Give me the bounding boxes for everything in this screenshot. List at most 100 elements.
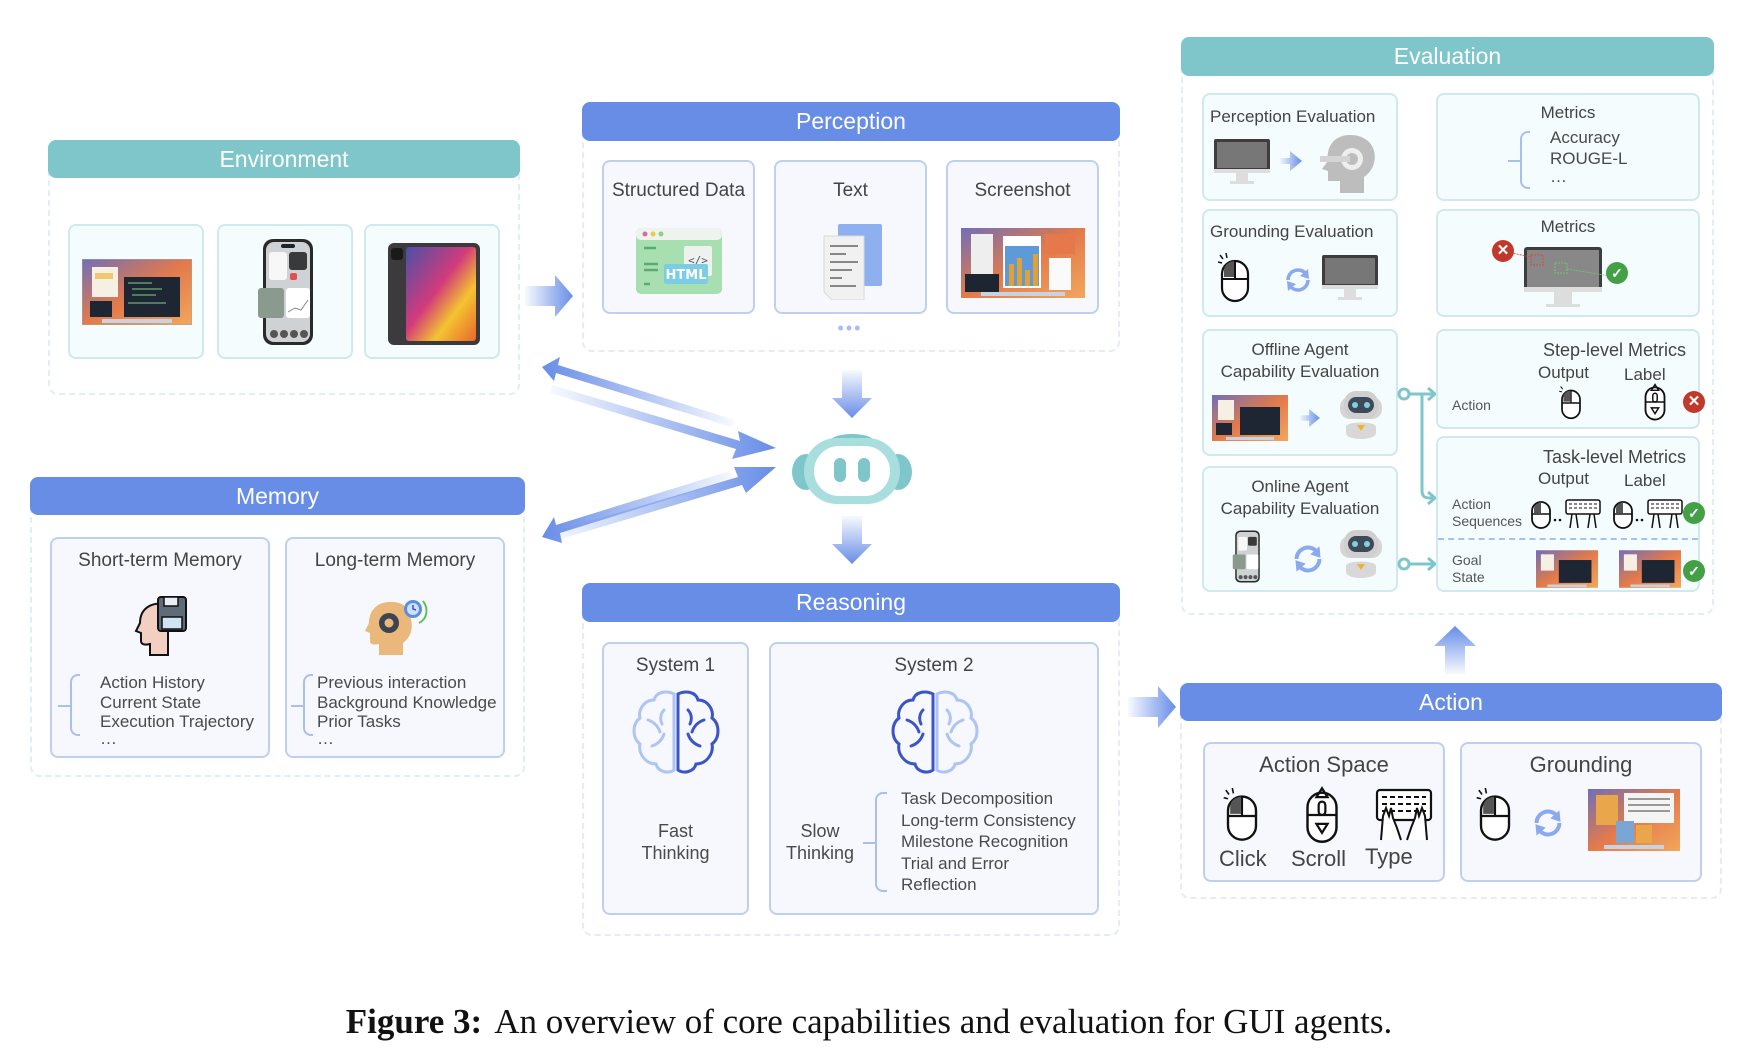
task-level-row1-label: Action Sequences [1452, 496, 1522, 530]
robot-agent-icon [1340, 391, 1382, 439]
arrow-agent-to-memory [542, 471, 734, 543]
task-level-divider [1438, 538, 1698, 540]
documents-icon [823, 224, 882, 300]
arrow-perception-to-agent [832, 370, 872, 418]
system2-label-line1: Slow [800, 821, 840, 841]
arrow-environment-to-perception [525, 275, 573, 317]
perception-card-title: Structured Data [611, 180, 746, 201]
arrows-agent-environment-memory [542, 357, 776, 543]
offline-agent-title: Offline Agent Capability Evaluation [1204, 339, 1396, 383]
grounding-metrics-title: Metrics [1540, 217, 1596, 236]
list-item: … [1550, 167, 1567, 186]
online-agent-title: Online Agent Capability Evaluation [1204, 476, 1396, 520]
arrow-memory-to-agent [550, 467, 776, 541]
list-item: Previous interaction [317, 673, 467, 692]
figure-caption: Figure 3:An overview of core capabilitie… [0, 1002, 1738, 1042]
action-grounding-card: Grounding [1460, 742, 1702, 882]
list-item: Trial and Error [901, 853, 1010, 873]
system2-label: Slow Thinking [779, 820, 861, 864]
short-term-memory-title: Short-term Memory [78, 550, 242, 571]
mouse-click-icon [1559, 386, 1581, 420]
perception-card-title: Text [833, 180, 868, 201]
list-item: Milestone Recognition [901, 832, 1069, 851]
online-title-line2: Capability Evaluation [1220, 499, 1380, 518]
reasoning-title: Reasoning [796, 589, 906, 615]
list-item: Reflection [901, 875, 977, 894]
task-level-output-header: Output [1538, 469, 1590, 488]
list-item: Accuracy [1550, 128, 1620, 147]
tablet-icon [388, 243, 480, 345]
arrow-agent-to-environment [542, 357, 735, 427]
list-item: ROUGE-L [1550, 149, 1628, 168]
evaluation-header: Evaluation [1181, 37, 1714, 76]
environment-desktop-card [68, 224, 204, 359]
list-item: … [100, 728, 117, 748]
action-space-card: Action Space Click Scroll Type [1203, 742, 1445, 882]
action-title: Action [1419, 688, 1483, 715]
figure-caption-text: An overview of core capabilities and eva… [494, 1002, 1393, 1041]
task-level-label-header: Label [1624, 471, 1666, 490]
grounding-metrics-card: Metrics ✕ ✓ [1436, 209, 1700, 317]
head-floppy-disk-icon [134, 596, 187, 656]
mouse-scroll-icon [1644, 383, 1666, 421]
row2-line1: Goal [1452, 552, 1482, 568]
brain-icon-system1 [632, 690, 720, 774]
fail-x-icon: ✕ [1492, 240, 1514, 262]
fail-x-icon: ✕ [1683, 391, 1705, 413]
online-title-line1: Online Agent [1251, 477, 1349, 496]
row1-line1: Action [1452, 496, 1491, 512]
step-level-metrics-card: Step-level Metrics Output Label Action ✕ [1436, 329, 1705, 429]
perception-more-indicator: ••• [837, 318, 863, 338]
robot-agent-icon [1340, 530, 1382, 578]
arrow-agent-to-reasoning [832, 516, 872, 564]
grounding-screenshot-image [1588, 789, 1680, 851]
action-header: Action [1180, 683, 1722, 721]
row2-line2: State [1452, 569, 1485, 585]
offline-title-line1: Offline Agent [1251, 340, 1349, 359]
perception-card-structured-data: Structured Data </> HTML [602, 160, 755, 314]
list-item: Current State [100, 692, 202, 712]
short-term-memory-brace [58, 674, 80, 736]
step-level-output-header: Output [1538, 363, 1590, 382]
offline-agent-evaluation-card: Offline Agent Capability Evaluation [1202, 329, 1398, 456]
environment-header: Environment [48, 140, 520, 178]
action-click-label: Click [1219, 846, 1267, 871]
sync-icon [1286, 268, 1310, 292]
html-window-icon: </> HTML [636, 228, 722, 294]
goal-state-label-screenshot [1619, 550, 1681, 588]
smartphone-icon [1232, 530, 1260, 583]
brain-icon-system2 [891, 690, 979, 774]
system2-label-line2: Thinking [785, 843, 855, 863]
perception-title: Perception [796, 108, 906, 134]
step-level-title: Step-level Metrics [1542, 340, 1686, 360]
grounding-metrics-illustration [1501, 247, 1617, 307]
arrow-action-to-evaluation [1434, 626, 1476, 674]
row1-line2: Sequences [1452, 513, 1523, 529]
memory-header: Memory [30, 477, 525, 515]
arrow-right-icon [1280, 151, 1302, 171]
list-item: Prior Tasks [317, 712, 401, 731]
pass-check-icon: ✓ [1683, 560, 1705, 582]
mouse-click-icon [1223, 788, 1258, 841]
system2-brace [863, 792, 887, 892]
grounding-evaluation-card: Grounding Evaluation [1202, 209, 1398, 317]
desktop-screenshot-icon [82, 259, 192, 325]
environment-phone-card [217, 224, 353, 359]
offline-title-line2: Capability Evaluation [1220, 362, 1380, 381]
arrow-environment-to-agent [550, 385, 776, 459]
pass-check-icon: ✓ [1683, 502, 1705, 524]
perception-metrics-card: Metrics Accuracy ROUGE-L … [1436, 93, 1700, 201]
environment-tablet-card [364, 224, 500, 359]
evaluation-title: Evaluation [1393, 43, 1502, 69]
arrow-right-icon [1300, 409, 1320, 427]
system2-card: System 2 Slow Thinking Task Decompositio… [769, 642, 1099, 915]
task-level-row2-label: Goal State [1452, 552, 1485, 586]
task-level-title: Task-level Metrics [1542, 447, 1686, 467]
mouse-click-icon [1476, 788, 1511, 841]
system1-label: Fast Thinking [604, 820, 747, 864]
short-term-memory-list: Action History Current State Execution T… [100, 673, 254, 748]
system1-label-line2: Thinking [641, 843, 710, 863]
sync-icon [1294, 545, 1322, 573]
action-grounding-title: Grounding [1529, 752, 1633, 777]
list-item: … [317, 728, 334, 748]
